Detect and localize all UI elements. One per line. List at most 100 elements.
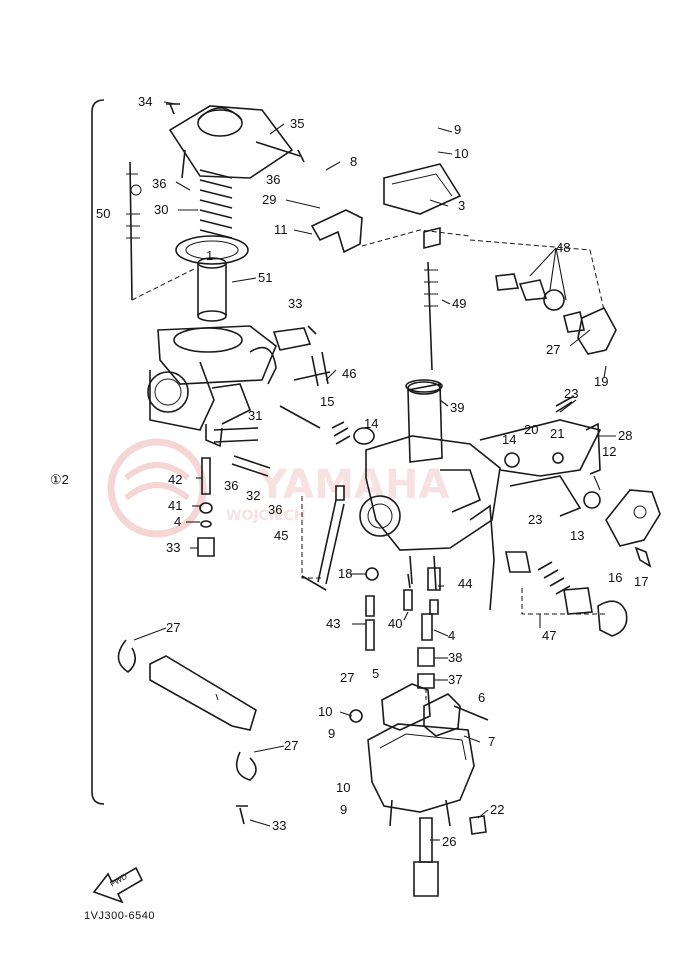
bracket-plate [117,639,257,781]
pilot-screw [423,226,441,371]
callout-6: 6 [478,690,485,705]
callout-18: 18 [338,566,352,581]
side-label: ①2 [50,472,69,487]
callout-35: 35 [290,116,304,131]
callout-25: 27 [546,342,560,357]
washer-18 [365,567,379,581]
starter-plunger [469,239,617,355]
cover-3 [383,163,462,215]
callout-32: 32 [246,488,260,503]
diaphragm [175,235,249,322]
group-bracket [91,99,105,805]
callout-43: 43 [326,616,340,631]
callout-5: 5 [372,666,379,681]
callout-9-bottom: 9 [340,802,347,817]
callout-38: 38 [448,650,462,665]
callout-44: 44 [458,576,472,591]
carburetor-body-left [147,325,277,448]
spring [199,169,233,239]
callout-24: 26 [442,834,456,849]
callout-9-top: 9 [454,122,461,137]
float [349,683,489,737]
screw-34 [166,103,180,115]
fwd-arrow-icon: FWD [92,866,144,904]
callout-20: 20 [524,422,538,437]
callout-13: 13 [570,528,584,543]
callout-labels: 34 35 36 36 30 50 51 9 10 8 3 29 11 48 4… [96,94,648,849]
callout-7: 7 [488,734,495,749]
callout-45: 45 [274,528,288,543]
shaft-32 [231,455,271,477]
callout-36-low: 36 [268,502,282,517]
callout-3: 3 [458,198,465,213]
callout-49: 49 [452,296,466,311]
screw-33-bottom [236,805,248,825]
callout-14-left: 14 [364,416,378,431]
callout-4-left: 4 [174,514,181,529]
callout-10-top: 10 [454,146,468,161]
callout-12: 12 [602,444,616,459]
watermark-text: YAMAHA [257,462,449,508]
callout-48: 48 [556,240,570,255]
screws-46 [272,327,331,429]
callout-11: 11 [274,222,288,237]
piston-39 [405,379,443,393]
callout-31: 31 [248,408,262,423]
diagram-code: 1VJ300-6540 [84,910,155,922]
jet-needle-set [126,161,197,301]
callout-10-mid: 10 [318,704,332,719]
callout-51: 51 [258,270,272,285]
bracket-11 [310,209,471,254]
callout-50: 50 [96,206,110,221]
callout-27-right: 28 [618,428,632,443]
callout-33-bottom: 33 [272,818,286,833]
callout-36: 36 [266,172,280,187]
callout-26-top: 27 [166,620,180,635]
callout-47: 47 [542,628,556,643]
callout-41: 41 [168,498,182,513]
callout-17: 17 [634,574,648,589]
callout-21: 21 [550,426,564,441]
callout-14-right: 14 [502,432,516,447]
spring-15 [331,421,375,445]
callout-30: 33 [166,540,180,555]
watermark-subtext: WOJCIECH [226,508,306,524]
callout-8: 8 [350,154,357,169]
callout-29: 30 [154,202,168,217]
float-bowl [367,723,487,897]
callout-34: 34 [138,94,152,109]
throttle-screw-45 [301,485,345,591]
callout-4-right: 4 [448,628,455,643]
callout-37: 37 [448,672,462,687]
callout-28: 29 [262,192,276,207]
throttle-linkage [479,395,661,568]
callout-22: 22 [490,802,504,817]
callout-19: 19 [594,374,608,389]
callout-36-mid: 36 [224,478,238,493]
shaft-31 [213,427,259,443]
callout-15: 15 [320,394,334,409]
screw-33-top [307,325,317,335]
callout-46: 46 [342,366,356,381]
callout-23-right: 23 [528,512,542,527]
callout-16: 16 [608,570,622,585]
callout-40: 40 [388,616,402,631]
jets-43-40 [365,573,413,651]
needle-valve-44 [427,567,441,615]
callout-10-bottom: 10 [336,780,350,795]
callout-42: 42 [168,472,182,487]
leader-lines [133,101,616,841]
watermark: YAMAHA WOJCIECH [107,438,449,538]
top-cover [168,105,305,179]
callout-23-top: 23 [564,386,578,401]
callout-27-left: 27 [340,670,354,685]
drain-set-left [197,457,215,557]
callout-39: 39 [450,400,464,415]
callout-33-top: 33 [288,296,302,311]
choke-set-47 [505,551,628,637]
callout-9-mid: 9 [328,726,335,741]
callout-36b: 36 [152,176,166,191]
callout-26-bottom: 27 [284,738,298,753]
callout-1: 1 [206,248,213,263]
